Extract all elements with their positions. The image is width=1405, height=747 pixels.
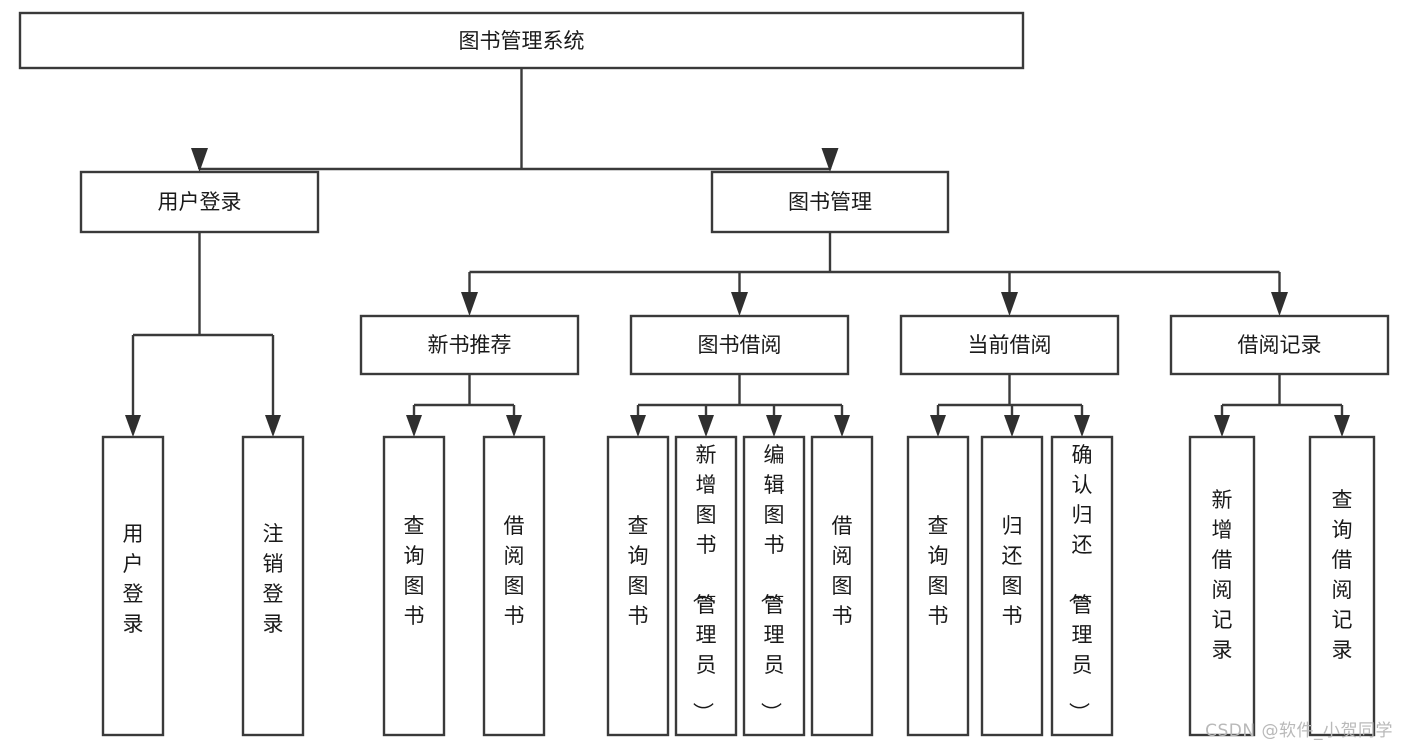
node-borrow-record-box xyxy=(1169,314,1390,376)
node-borrow-record-label: 借阅记录 xyxy=(1238,333,1322,357)
leaf-node-query-book-borrow-label: 查询图书 xyxy=(628,514,649,628)
leaf-node-query-book-rec-box xyxy=(382,435,446,737)
leaf-node-return-book[interactable]: 归还图书 xyxy=(980,435,1044,737)
leaf-node-user-logout[interactable]: 注销登录 xyxy=(241,435,305,737)
node-book-manage-box xyxy=(710,170,950,234)
leaf-node-add-book-box xyxy=(674,435,738,737)
leaf-node-query-book-rec-label: 查询图书 xyxy=(404,514,425,628)
leaf-node-confirm-return-box xyxy=(1050,435,1114,737)
node-book-borrow-label: 图书借阅 xyxy=(698,333,782,357)
arrowhead-icon-new-book-recommend xyxy=(461,292,478,316)
connector-bookmanage-to-level3 xyxy=(468,232,1281,304)
node-current-borrow-box xyxy=(899,314,1120,376)
arrowhead-icon-leaf-5 xyxy=(630,415,646,437)
arrowhead-icon-user-login xyxy=(191,148,208,172)
connector-bookborrow-to-leaves xyxy=(636,374,844,425)
leaf-node-borrow-book[interactable]: 借阅图书 xyxy=(810,435,874,737)
node-book-borrow[interactable]: 图书借阅 xyxy=(629,314,850,376)
leaf-node-borrow-book-label: 借阅图书 xyxy=(832,514,853,628)
leaf-nodes: 用户登录 注销登录 查询图书 借阅图书 查询图书 新增图书（管理员） 编辑图书（… xyxy=(101,435,1376,737)
leaf-node-query-book-rec[interactable]: 查询图书 xyxy=(382,435,446,737)
leaf-node-add-book-label: 新增图书（管理员） xyxy=(691,443,717,723)
connector-newbook-to-leaves xyxy=(412,374,516,425)
arrowhead-icon-leaf-6 xyxy=(698,415,714,437)
leaf-node-edit-book-box xyxy=(742,435,806,737)
leaf-node-query-book-current[interactable]: 查询图书 xyxy=(906,435,970,737)
leaf-node-confirm-return-label: 确认归还（管理员） xyxy=(1067,443,1093,723)
leaf-node-query-book-current-box xyxy=(906,435,970,737)
leaf-node-return-book-box xyxy=(980,435,1044,737)
leaf-node-user-login-label: 用户登录 xyxy=(123,522,144,636)
leaf-node-query-record-label: 查询借阅记录 xyxy=(1332,488,1353,662)
leaf-node-user-logout-label: 注销登录 xyxy=(263,522,284,636)
leaf-node-confirm-return[interactable]: 确认归还（管理员） xyxy=(1050,435,1114,737)
node-current-borrow-label: 当前借阅 xyxy=(968,333,1052,357)
leaf-node-query-book-borrow[interactable]: 查询图书 xyxy=(606,435,670,737)
node-user-login-label: 用户登录 xyxy=(158,190,242,214)
node-user-login-box xyxy=(79,170,320,234)
leaf-node-return-book-label: 归还图书 xyxy=(1002,514,1023,628)
csdn-watermark: CSDN @软件_小贺同学 xyxy=(1205,721,1393,741)
leaf-node-edit-book-label: 编辑图书（管理员） xyxy=(759,443,785,723)
leaf-node-query-record[interactable]: 查询借阅记录 xyxy=(1308,435,1376,737)
leaf-node-borrow-book-rec[interactable]: 借阅图书 xyxy=(482,435,546,737)
arrowhead-icon-leaf-10 xyxy=(1004,415,1020,437)
leaf-node-query-book-current-label: 查询图书 xyxy=(928,514,949,628)
connector-borrowrecord-to-leaves xyxy=(1220,374,1344,425)
leaf-node-user-login-box xyxy=(101,435,165,737)
leaf-node-query-book-borrow-box xyxy=(606,435,670,737)
arrowhead-icon-leaf-1 xyxy=(125,415,141,437)
arrowhead-icon-leaf-4 xyxy=(506,415,522,437)
arrowhead-icon-current-borrow xyxy=(1001,292,1018,316)
arrowhead-icon-leaf-8 xyxy=(834,415,850,437)
node-book-manage[interactable]: 图书管理 xyxy=(710,170,950,234)
leaf-node-add-book[interactable]: 新增图书（管理员） xyxy=(674,435,738,737)
node-book-borrow-box xyxy=(629,314,850,376)
arrowhead-icon-leaf-7 xyxy=(766,415,782,437)
leaf-node-edit-book[interactable]: 编辑图书（管理员） xyxy=(742,435,806,737)
connector-root-to-level2 xyxy=(198,68,832,171)
node-new-book-recommend[interactable]: 新书推荐 xyxy=(359,314,580,376)
arrowhead-icon-leaf-2 xyxy=(265,415,281,437)
node-book-manage-label: 图书管理 xyxy=(788,190,872,214)
node-new-book-recommend-box xyxy=(359,314,580,376)
arrowhead-icon-book-manage xyxy=(821,148,839,172)
node-new-book-recommend-label: 新书推荐 xyxy=(428,333,512,357)
node-root[interactable]: 图书管理系统 xyxy=(18,11,1025,70)
arrowhead-icon-borrow-record xyxy=(1271,292,1288,316)
leaf-node-add-record[interactable]: 新增借阅记录 xyxy=(1188,435,1256,737)
leaf-node-user-login[interactable]: 用户登录 xyxy=(101,435,165,737)
leaf-node-add-record-box xyxy=(1188,435,1256,737)
arrowhead-icon-leaf-12 xyxy=(1214,415,1230,437)
connector-userlogin-to-leaves xyxy=(131,232,275,425)
node-current-borrow[interactable]: 当前借阅 xyxy=(899,314,1120,376)
arrowhead-icon-leaf-11 xyxy=(1074,415,1090,437)
leaf-node-query-record-box xyxy=(1308,435,1376,737)
leaf-node-add-record-label: 新增借阅记录 xyxy=(1212,488,1233,662)
leaf-node-borrow-book-rec-label: 借阅图书 xyxy=(504,514,525,628)
arrowhead-icon-leaf-9 xyxy=(930,415,946,437)
node-root-label: 图书管理系统 xyxy=(459,29,585,53)
node-borrow-record[interactable]: 借阅记录 xyxy=(1169,314,1390,376)
arrowhead-icon-leaf-3 xyxy=(406,415,422,437)
node-user-login[interactable]: 用户登录 xyxy=(79,170,320,234)
arrowhead-icon-book-borrow xyxy=(731,292,748,316)
leaf-node-borrow-book-rec-box xyxy=(482,435,546,737)
node-root-box xyxy=(18,11,1025,70)
arrow-heads xyxy=(125,148,1350,437)
arrowhead-icon-leaf-13 xyxy=(1334,415,1350,437)
leaf-node-borrow-book-box xyxy=(810,435,874,737)
leaf-node-user-logout-box xyxy=(241,435,305,737)
